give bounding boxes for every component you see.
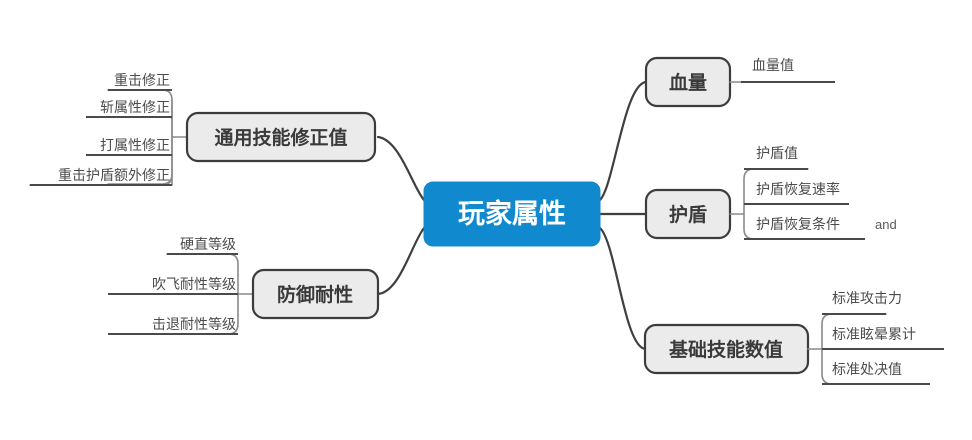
leaf-general-skill-mods-3[interactable]: 重击护盾额外修正 (58, 167, 170, 183)
leaf-base-skill-values-2[interactable]: 标准处决值 (832, 361, 902, 377)
node-label-base-skill-values: 基础技能数值 (668, 338, 783, 361)
connector-root-to-health (598, 80, 648, 202)
branch-general-skill-mods: 重击修正 斩属性修正 打属性修正 重击护盾额外修正 通用技能修正值 (29, 72, 377, 186)
annotation-shield-and: and (875, 217, 897, 232)
node-box-general-skill-mods[interactable] (185, 111, 377, 163)
leaf-base-skill-values-1[interactable]: 标准眩晕累计 (832, 326, 916, 342)
leaf-defense-resistance-0[interactable]: 硬直等级 (180, 236, 236, 252)
branch-shield: 护盾 护盾值 护盾恢复速率 护盾恢复条件 and (644, 145, 897, 240)
connector-root-to-general-skill-mods (376, 135, 426, 202)
node-label-defense-resistance: 防御耐性 (277, 283, 353, 306)
node-label-root: 玩家属性 (458, 198, 566, 229)
node-label-health: 血量 (669, 71, 707, 94)
branch-health: 血量 血量值 (644, 56, 835, 108)
leaf-general-skill-mods-1[interactable]: 斩属性修正 (100, 99, 170, 115)
branch-base-skill-values: 基础技能数值 标准攻击力 标准眩晕累计 标准处决值 (643, 290, 944, 385)
leaf-defense-resistance-1[interactable]: 吹飞耐性等级 (152, 276, 236, 292)
leaf-health-0[interactable]: 血量值 (752, 57, 794, 73)
leaf-general-skill-mods-2[interactable]: 打属性修正 (100, 137, 170, 153)
branch-defense-resistance: 硬直等级 吹飞耐性等级 击退耐性等级 防御耐性 (108, 236, 380, 335)
leaf-defense-resistance-2[interactable]: 击退耐性等级 (152, 316, 236, 332)
node-box-defense-resistance[interactable] (251, 268, 380, 320)
node-label-general-skill-mods: 通用技能修正值 (214, 126, 347, 149)
leaf-base-skill-values-0[interactable]: 标准攻击力 (832, 290, 902, 306)
connector-root-to-base-skill-values (598, 226, 647, 351)
node-box-root[interactable] (423, 181, 601, 247)
leaf-general-skill-mods-0[interactable]: 重击修正 (114, 72, 170, 88)
leaf-shield-0[interactable]: 护盾值 (756, 145, 798, 161)
leaf-shield-2[interactable]: 护盾恢复条件 (756, 216, 840, 232)
leaf-shield-1[interactable]: 护盾恢复速率 (756, 181, 840, 197)
connector-root-to-defense-resistance (376, 226, 426, 296)
root-node[interactable]: 玩家属性 (423, 181, 601, 247)
node-label-shield: 护盾 (669, 203, 707, 226)
